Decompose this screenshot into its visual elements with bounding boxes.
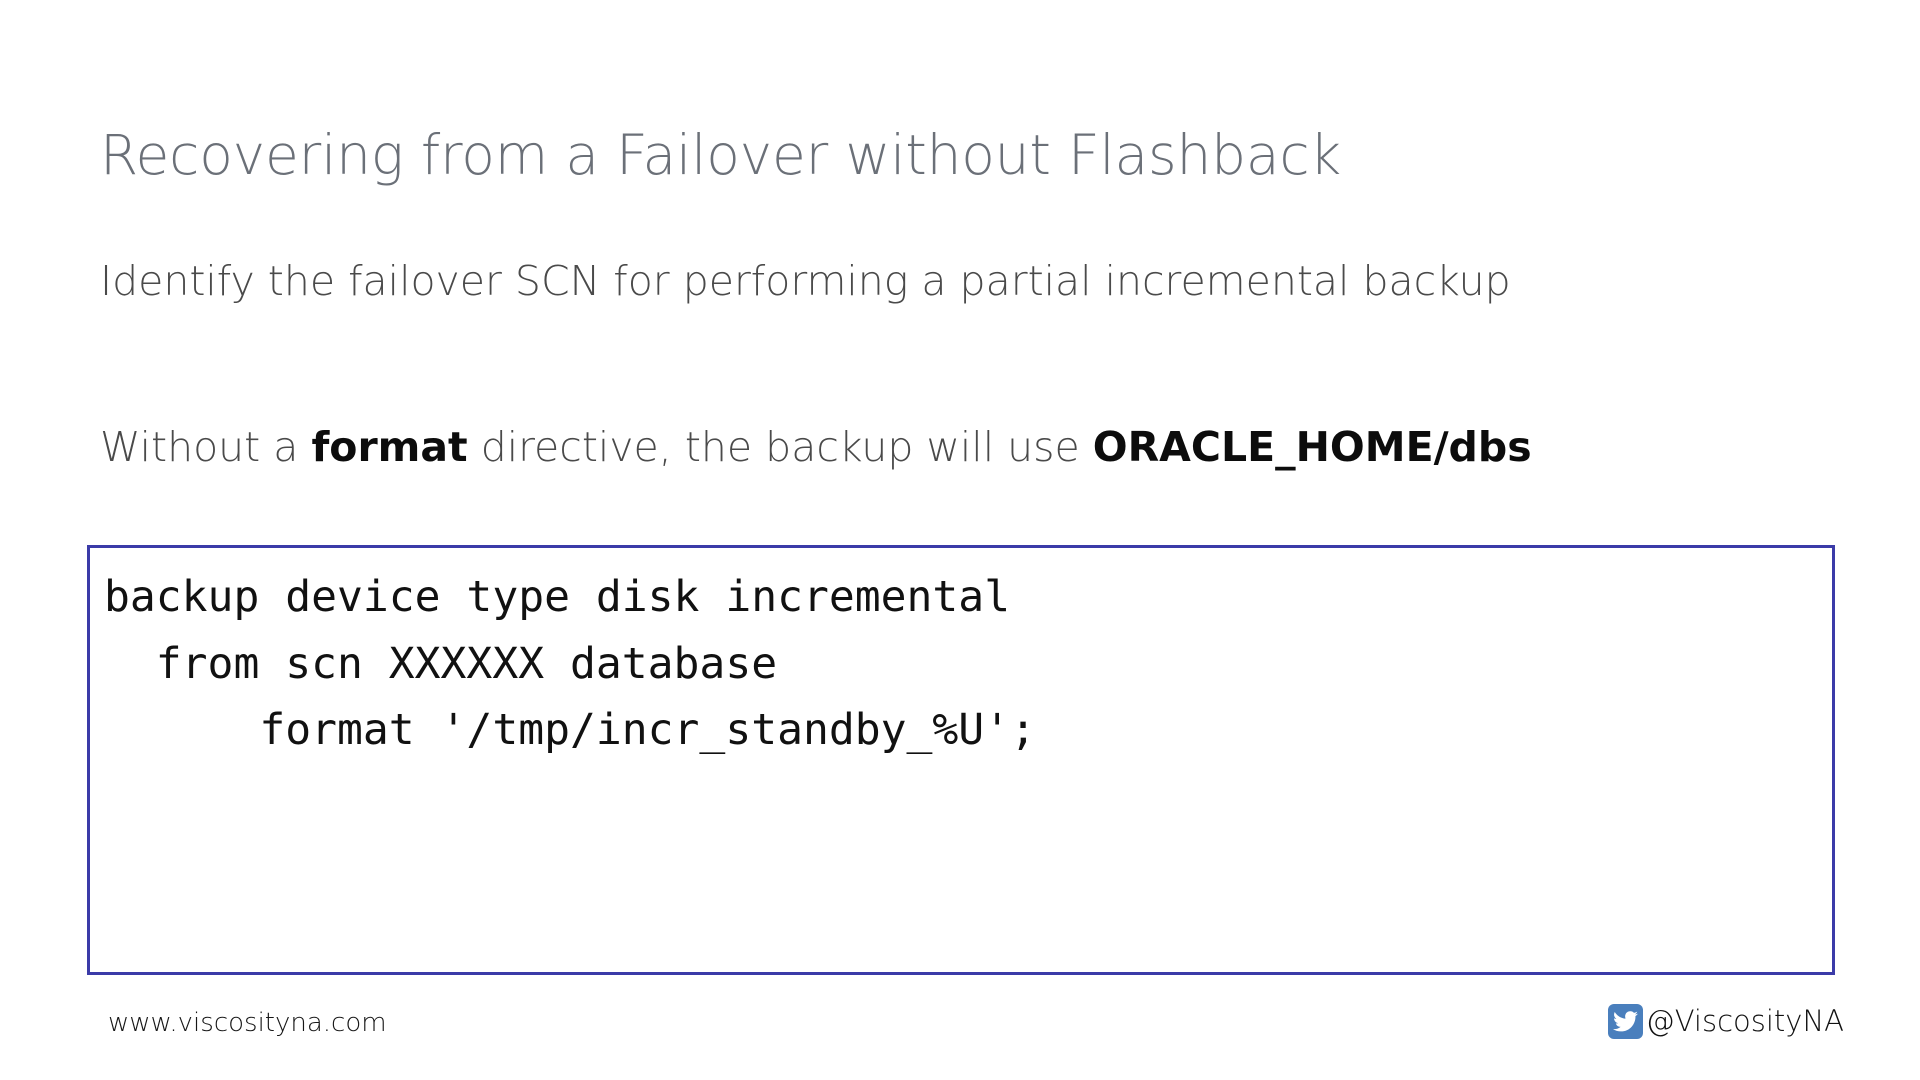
footer-social-group[interactable]: @ViscosityNA [1607, 1004, 1844, 1039]
code-block-text: backup device type disk incremental from… [104, 572, 1036, 756]
social-handle-label[interactable]: @ViscosityNA [1645, 1004, 1844, 1038]
body-paragraph-1: Identify the failover SCN for performing… [100, 257, 1511, 305]
page-title: Recovering from a Failover without Flash… [100, 122, 1342, 187]
paragraph-2-text-part-2: directive, the backup will use [467, 423, 1093, 471]
paragraph-2-text-part-1: Without a [100, 423, 312, 471]
code-block-container: backup device type disk incremental from… [87, 545, 1835, 975]
body-paragraph-2: Without a format directive, the backup w… [100, 423, 1532, 471]
paragraph-2-bold-format: format [311, 423, 468, 471]
twitter-bird-icon[interactable] [1607, 1004, 1643, 1039]
footer-website-url[interactable]: www.viscosityna.com [108, 1008, 387, 1038]
paragraph-2-bold-oracle-home: ORACLE_HOME/dbs [1092, 423, 1532, 471]
